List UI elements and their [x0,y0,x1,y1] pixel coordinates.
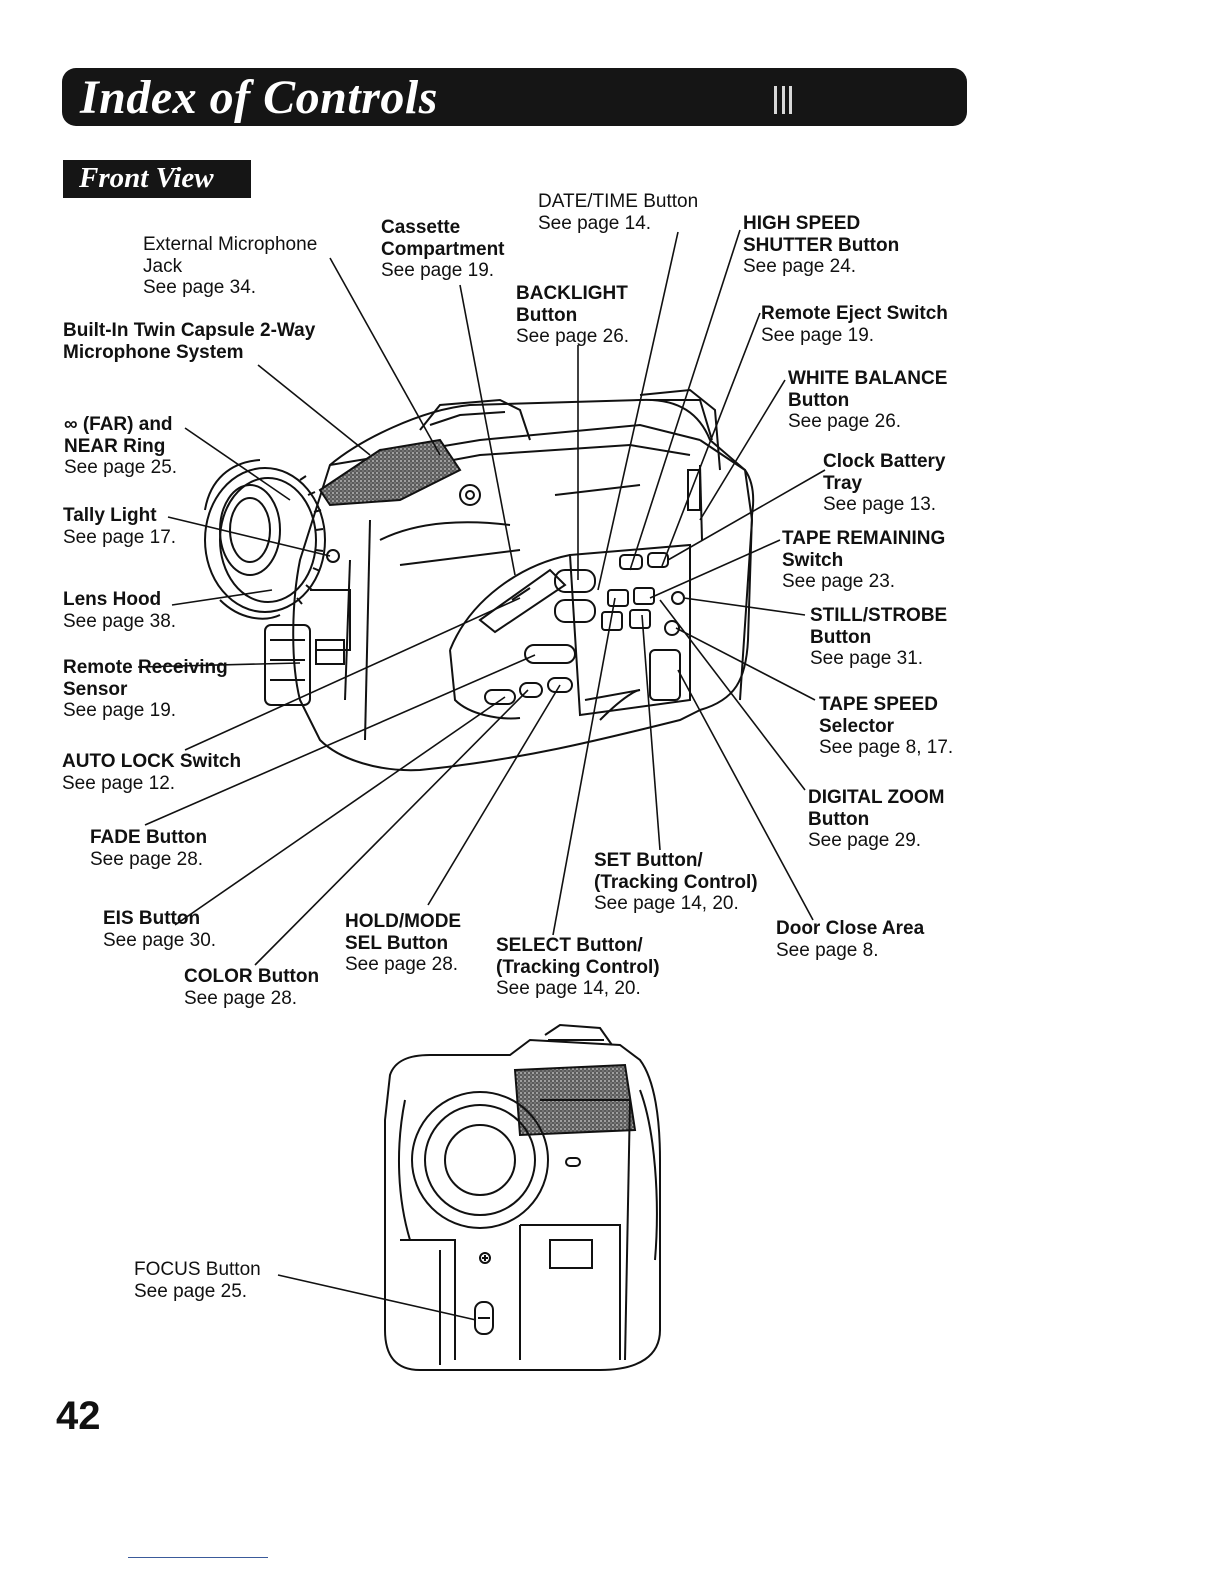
callout-page-ref: See page 31. [810,648,924,669]
callout-page-ref: See page 25. [134,1280,248,1302]
callout-color-button: COLOR Button See page 28. [184,966,319,1009]
callout-remote-eject-switch: Remote Eject Switch See page 19. [761,303,948,346]
callout-label: HOLD/MODE SEL Button [345,911,462,954]
callout-page-ref: See page 34. [143,277,257,298]
page-title: Index of Controls [80,71,438,124]
callout-label: TAPE REMAINING Switch [782,528,946,571]
callout-page-ref: See page 13. [823,494,937,515]
callout-set-button: SET Button/ (Tracking Control) See page … [594,850,774,915]
callout-page-ref: See page 29. [808,830,922,851]
callout-label: DATE/TIME Button [538,191,699,212]
callout-label: STILL/STROBE Button [810,605,948,648]
leader-lines [137,229,826,1321]
callout-label: Built-In Twin Capsule 2-Way Microphone S… [63,320,316,363]
callout-label: COLOR Button [184,966,320,987]
callout-page-ref: See page 8. [776,939,879,961]
banner-speck [782,86,785,114]
callout-page-ref: See page 8, 17. [819,737,954,758]
callout-auto-lock-switch: AUTO LOCK Switch See page 12. [62,751,241,794]
callout-eis-button: EIS Button See page 30. [103,908,216,951]
callout-tape-remaining-switch: TAPE REMAINING Switch See page 23. [782,528,962,593]
callout-high-speed-shutter: HIGH SPEED SHUTTER Button See page 24. [743,213,923,278]
callout-select-button: SELECT Button/ (Tracking Control) See pa… [496,935,676,1000]
callout-page-ref: See page 12. [62,772,176,794]
callout-page-ref: See page 17. [63,526,177,548]
callout-label: Clock Battery Tray [823,451,946,494]
callout-page-ref: See page 14, 20. [594,893,739,914]
callout-page-ref: See page 38. [63,610,177,632]
callout-external-microphone-jack: External Microphone Jack See page 34. [143,234,343,299]
callout-remote-receiving-sensor: Remote Receiving Sensor See page 19. [63,657,243,722]
callout-page-ref: See page 19. [63,700,177,721]
callout-lens-hood: Lens Hood See page 38. [63,589,176,632]
callout-label: SELECT Button/ (Tracking Control) [496,935,660,978]
camcorder-front-illustration [204,388,755,772]
callout-tally-light: Tally Light See page 17. [63,505,176,548]
callout-date-time: DATE/TIME Button See page 14. [538,191,698,234]
callout-label: SET Button/ (Tracking Control) [594,850,758,893]
title-banner: Index of Controls [62,68,967,126]
callout-label: Cassette Compartment [381,217,505,260]
callout-label: Remote Eject Switch [761,303,948,324]
callout-page-ref: See page 14. [538,212,652,234]
callout-label: Tally Light [63,505,157,526]
callout-twin-microphone: Built-In Twin Capsule 2-Way Microphone S… [63,320,333,363]
callout-page-ref: See page 28. [184,987,298,1009]
callout-page-ref: See page 23. [782,571,896,592]
callout-far-near-ring: ∞ (FAR) and NEAR Ring See page 25. [64,414,189,479]
callout-page-ref: See page 30. [103,929,217,951]
callout-label: External Microphone Jack [143,234,318,277]
callout-door-close-area: Door Close Area See page 8. [776,918,924,961]
section-banner: Front View [63,160,251,198]
callout-label: Lens Hood [63,589,162,610]
callout-label: TAPE SPEED Selector [819,694,938,737]
callout-backlight: BACKLIGHT Button See page 26. [516,283,636,348]
banner-speck [774,86,777,114]
callout-page-ref: See page 28. [345,954,459,975]
callout-page-ref: See page 14, 20. [496,978,641,999]
callout-label: FADE Button [90,827,208,848]
callout-label: Remote Receiving Sensor [63,657,228,700]
callout-label: Door Close Area [776,918,925,939]
callout-hold-mode-sel: HOLD/MODE SEL Button See page 28. [345,911,475,976]
callout-page-ref: See page 19. [761,324,875,346]
callout-label: HIGH SPEED SHUTTER Button [743,213,900,256]
callout-cassette-compartment: Cassette Compartment See page 19. [381,217,521,282]
footer-rule [128,1557,268,1558]
camcorder-focus-view-illustration [384,1023,661,1371]
callout-page-ref: See page 19. [381,260,495,281]
callout-fade-button: FADE Button See page 28. [90,827,207,870]
callout-label: EIS Button [103,908,201,929]
callout-tape-speed-selector: TAPE SPEED Selector See page 8, 17. [819,694,954,759]
callout-label: ∞ (FAR) and NEAR Ring [64,414,173,457]
callout-page-ref: See page 25. [64,457,178,478]
callout-page-ref: See page 26. [788,411,902,432]
callout-focus-button: FOCUS Button See page 25. [134,1259,261,1302]
callout-digital-zoom: DIGITAL ZOOM Button See page 29. [808,787,963,852]
callout-page-ref: See page 24. [743,256,857,277]
callout-page-ref: See page 26. [516,326,630,347]
callout-label: BACKLIGHT Button [516,283,628,326]
callout-clock-battery-tray: Clock Battery Tray See page 13. [823,451,953,516]
callout-label: AUTO LOCK Switch [62,751,242,772]
callout-white-balance: WHITE BALANCE Button See page 26. [788,368,963,433]
callout-label: DIGITAL ZOOM Button [808,787,945,830]
callout-still-strobe: STILL/STROBE Button See page 31. [810,605,960,670]
callout-label: FOCUS Button [134,1259,261,1280]
banner-speck [789,86,792,114]
callout-label: WHITE BALANCE Button [788,368,948,411]
callout-page-ref: See page 28. [90,848,204,870]
section-title: Front View [79,162,214,194]
page-number: 42 [56,1394,101,1438]
